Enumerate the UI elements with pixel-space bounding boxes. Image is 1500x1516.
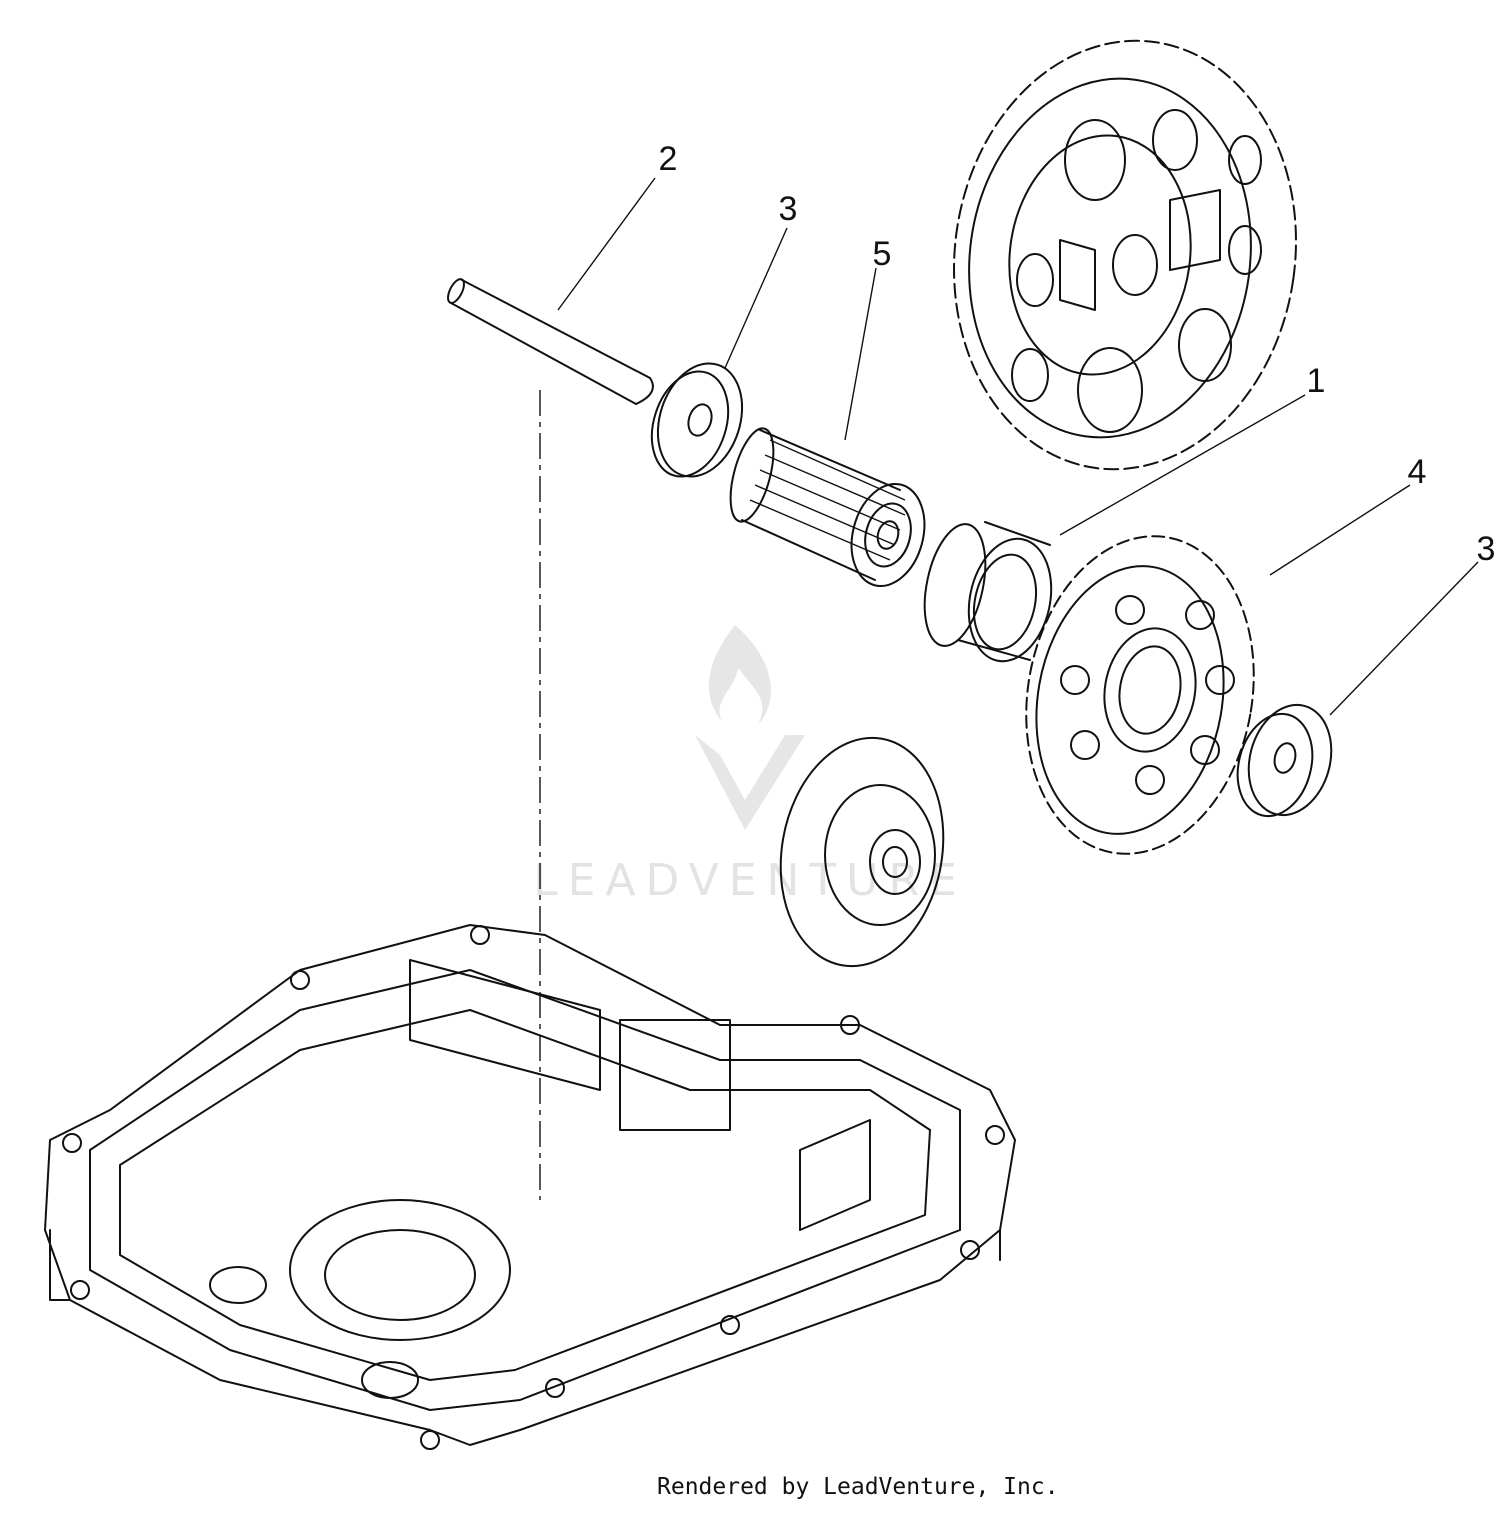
callout-4: 4 [1408, 453, 1427, 491]
callout-2: 2 [659, 140, 678, 178]
part-spline-pinion [729, 427, 926, 588]
callout-3-lower: 3 [1477, 530, 1496, 568]
leader-lines [557, 177, 1479, 716]
part-pin-shaft [447, 278, 654, 405]
part-disc-pinion [779, 736, 945, 968]
part-thrust-washer-lower [1236, 703, 1333, 818]
part-transmission-housing [44, 924, 1016, 1450]
part-bushing [923, 521, 1053, 663]
watermark: LEADVENTURE [533, 625, 967, 906]
callout-5: 5 [873, 235, 892, 273]
v-logo-icon [695, 735, 805, 830]
part-idler-gear [1025, 535, 1255, 855]
flame-logo-icon [708, 625, 771, 725]
part-thrust-washer-upper [650, 362, 744, 478]
render-credit: Rendered by LeadVenture, Inc. [657, 1474, 1059, 1500]
callout-1: 1 [1307, 362, 1326, 400]
watermark-text: LEADVENTURE [533, 855, 967, 906]
part-large-drive-gear [953, 39, 1297, 471]
callout-3-upper: 3 [779, 190, 798, 228]
